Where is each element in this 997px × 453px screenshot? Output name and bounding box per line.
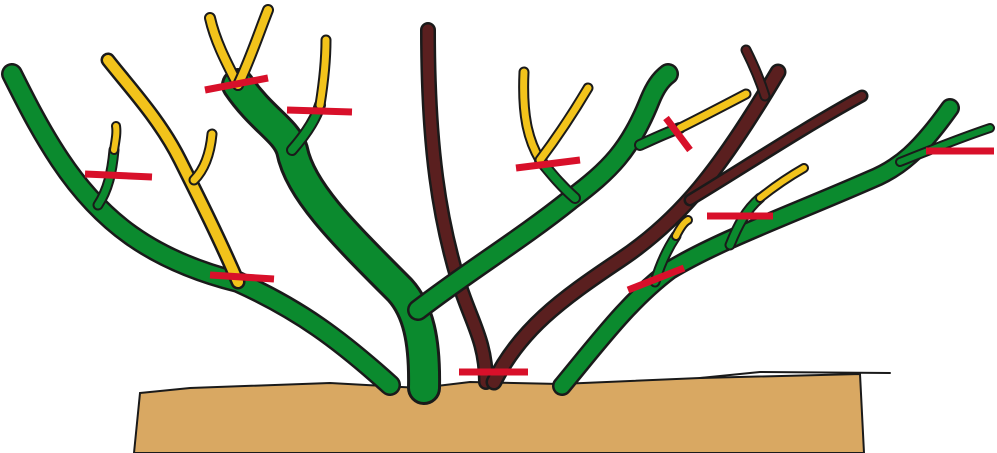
cut-mark bbox=[85, 174, 152, 177]
cut-mark bbox=[516, 160, 580, 168]
green-branch-center-right bbox=[418, 74, 680, 310]
cut-mark bbox=[287, 110, 352, 112]
cut-mark bbox=[210, 275, 274, 279]
yellow-shoot-left-small bbox=[114, 126, 116, 150]
